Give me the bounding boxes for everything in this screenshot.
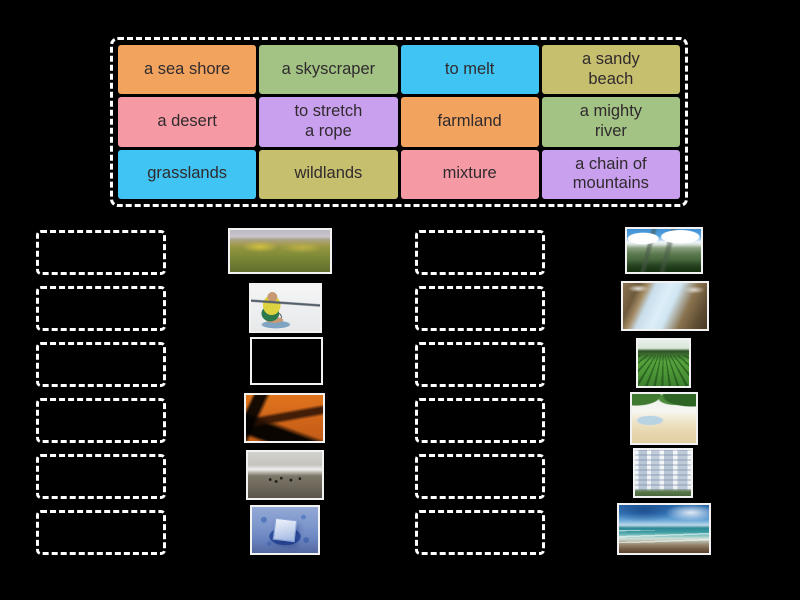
skyscraper-image: [633, 448, 693, 498]
drop-zone-right-2[interactable]: [415, 286, 545, 331]
drop-zone-left-2[interactable]: [36, 286, 166, 331]
drop-zone-left-3[interactable]: [36, 342, 166, 387]
word-tile-to-stretch-a-rope[interactable]: to stretch a rope: [259, 97, 398, 147]
drop-zone-left-5[interactable]: [36, 454, 166, 499]
drop-zone-right-4[interactable]: [415, 398, 545, 443]
word-tile-a-sea-shore[interactable]: a sea shore: [118, 45, 257, 95]
sea-shore-image: [617, 503, 711, 555]
desert-dunes-image: [244, 393, 325, 443]
wildlands-image: [246, 450, 324, 500]
word-tile-a-desert[interactable]: a desert: [118, 97, 257, 147]
farmland-image: [636, 338, 691, 388]
word-tile-to-melt[interactable]: to melt: [400, 45, 539, 95]
drop-zone-right-6[interactable]: [415, 510, 545, 555]
word-tile-farmland[interactable]: farmland: [400, 97, 539, 147]
grasslands-image: [228, 228, 332, 274]
drop-zone-left-6[interactable]: [36, 510, 166, 555]
mountain-chain-image: [625, 227, 703, 274]
word-tile-a-skyscraper[interactable]: a skyscraper: [259, 45, 398, 95]
sandy-beach-image: [630, 392, 698, 445]
word-tile-grasslands[interactable]: grasslands: [118, 149, 257, 199]
drop-zone-right-3[interactable]: [415, 342, 545, 387]
word-tile-mixture[interactable]: mixture: [400, 149, 539, 199]
drop-zone-left-4[interactable]: [36, 398, 166, 443]
word-tile-a-sandy-beach[interactable]: a sandy beach: [541, 45, 680, 95]
drop-zone-right-5[interactable]: [415, 454, 545, 499]
word-tile-wildlands[interactable]: wildlands: [259, 149, 398, 199]
drop-zone-left-1[interactable]: [36, 230, 166, 275]
word-bank: a sea shore a skyscraper to melt a sandy…: [110, 37, 688, 207]
nuts-mixture-image: [250, 337, 323, 385]
stretch-rope-image: [249, 283, 322, 333]
melting-ice-image: [250, 505, 320, 555]
word-tile-a-chain-of-mountains[interactable]: a chain of mountains: [541, 149, 680, 199]
mighty-river-image: [621, 281, 709, 331]
word-tile-a-mighty-river[interactable]: a mighty river: [541, 97, 680, 147]
drop-zone-right-1[interactable]: [415, 230, 545, 275]
